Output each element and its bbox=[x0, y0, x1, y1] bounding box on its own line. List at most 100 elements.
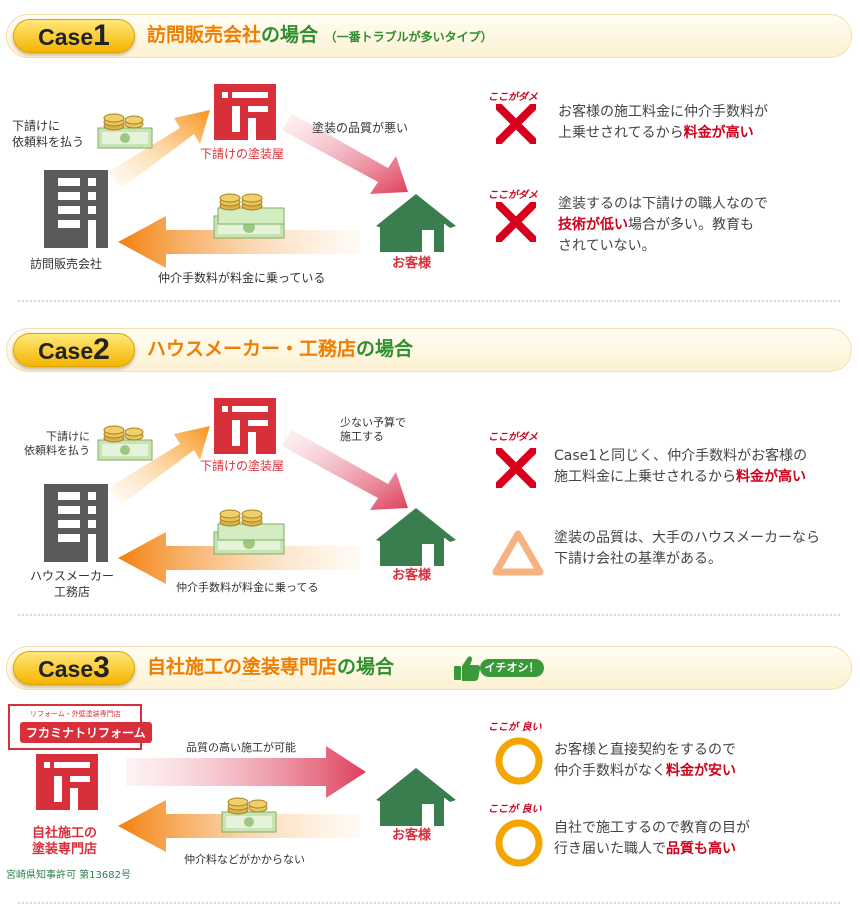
case-title-suffix: の場合 bbox=[261, 24, 319, 46]
maker-office-icon bbox=[44, 484, 108, 562]
case-title-main: 自社施工の塗装専門店 bbox=[147, 656, 338, 678]
arrow-left-icon bbox=[118, 532, 360, 584]
point-line: 塗装の品質は、大手のハウスメーカーなら bbox=[554, 530, 820, 546]
point-line: Case1と同じく、仲介手数料がお客様の bbox=[554, 448, 808, 464]
money-stack-icon bbox=[213, 193, 285, 239]
pay-label: 下請けに 依頼料を払う bbox=[24, 430, 90, 457]
ng-x-icon bbox=[496, 104, 536, 144]
point-highlight: 料金が高い bbox=[736, 469, 806, 485]
customer-house-icon bbox=[376, 768, 456, 826]
customer-label: お客様 bbox=[392, 256, 432, 271]
customer-house-icon bbox=[376, 194, 456, 252]
arrow-down-icon bbox=[282, 430, 408, 510]
quality-label: 品質の高い施工が可能 bbox=[186, 741, 296, 754]
case2-badge: Case2 bbox=[13, 333, 135, 367]
money-icon bbox=[97, 113, 153, 149]
subcontractor-building-icon bbox=[214, 398, 276, 454]
point-line: されていない。 bbox=[558, 238, 656, 254]
case1-point-2: 塗装するのは下請けの職人なので 技術が低い場合が多い。教育も されていない。 bbox=[558, 194, 768, 257]
arrow-up-icon bbox=[108, 110, 210, 188]
case-word: Case bbox=[38, 656, 94, 682]
case2-header: Case2 ハウスメーカー・工務店の場合 bbox=[6, 328, 852, 372]
fee-label: 仲介手数料が料金に乗ってる bbox=[176, 581, 319, 594]
point-line: 自社で施工するので教育の目が bbox=[554, 820, 750, 836]
case-title-main: ハウスメーカー・工務店 bbox=[147, 338, 357, 360]
point-tag: ここがダメ bbox=[488, 190, 538, 201]
logo-tagline: リフォーム・外壁塗装専門店 bbox=[30, 710, 121, 718]
point-highlight: 品質も高い bbox=[666, 841, 736, 857]
arrow-down-icon bbox=[282, 114, 408, 194]
case-number: 3 bbox=[93, 651, 110, 684]
subcontractor-label: 下請けの塗装屋 bbox=[200, 459, 285, 473]
point-line: 下請け会社の基準がある。 bbox=[554, 551, 722, 567]
arrow-right-icon bbox=[126, 746, 366, 798]
case2-title: ハウスメーカー・工務店の場合 bbox=[147, 334, 413, 361]
case-word: Case bbox=[38, 24, 94, 50]
case-word: Case bbox=[38, 338, 94, 364]
case1-point-1: お客様の施工料金に仲介手数料が 上乗せされてるから料金が高い bbox=[558, 102, 768, 144]
divider bbox=[18, 614, 840, 616]
case-title-suffix: の場合 bbox=[337, 656, 395, 678]
point-highlight: 技術が低い bbox=[558, 217, 628, 233]
case3-title: 自社施工の塗装専門店の場合 bbox=[147, 652, 394, 679]
seller-label: 訪問販売会社 bbox=[30, 257, 103, 271]
case2-diagram bbox=[44, 398, 456, 584]
good-circle-icon bbox=[495, 737, 543, 785]
case1-title: 訪問販売会社の場合 （一番トラブルが多いタイプ） bbox=[147, 20, 493, 47]
case-title-suffix: の場合 bbox=[356, 338, 414, 360]
point-tag: ここがダメ bbox=[488, 432, 538, 443]
case1-badge: Case1 bbox=[13, 19, 135, 53]
subcontractor-building-icon bbox=[214, 84, 276, 140]
case-number: 2 bbox=[93, 333, 110, 366]
divider bbox=[18, 300, 840, 302]
point-line: 上乗せされてるから bbox=[558, 125, 684, 141]
money-stack-icon bbox=[213, 509, 285, 555]
fee-label: 仲介手数料が料金に乗っている bbox=[158, 271, 326, 285]
case-title-main: 訪問販売会社 bbox=[147, 24, 262, 46]
point-line: お客様と直接契約をするので bbox=[554, 742, 736, 758]
good-circle-icon bbox=[495, 819, 543, 867]
point-highlight: 料金が高い bbox=[683, 125, 754, 141]
seller-office-icon bbox=[44, 170, 108, 248]
shop-label: 自社施工の 塗装専門店 bbox=[32, 826, 98, 857]
case2-point-2: 塗装の品質は、大手のハウスメーカーなら 下請け会社の基準がある。 bbox=[554, 528, 820, 570]
point-line: 塗装するのは下請けの職人なので bbox=[558, 196, 768, 212]
subcontractor-label: 下請けの塗装屋 bbox=[200, 147, 285, 161]
point-line: お客様の施工料金に仲介手数料が bbox=[558, 104, 768, 120]
point-tag: ここが 良い bbox=[488, 804, 542, 815]
logo-name: フカミナトリフォーム bbox=[20, 722, 152, 743]
company-logo: リフォーム・外壁塗装専門店 フカミナトリフォーム bbox=[8, 704, 152, 750]
money-icon bbox=[97, 425, 153, 461]
case3-diagram bbox=[36, 746, 456, 852]
case3-point-1: お客様と直接契約をするので 仲介手数料がなく料金が安い bbox=[554, 740, 736, 782]
point-tag: ここが 良い bbox=[488, 722, 542, 733]
customer-house-icon bbox=[376, 508, 456, 566]
quality-label: 塗装の品質が悪い bbox=[312, 121, 409, 135]
fee-label: 仲介料などがかからない bbox=[184, 853, 305, 866]
case1-diagram bbox=[44, 84, 456, 268]
customer-label: お客様 bbox=[392, 828, 432, 843]
case3-point-2: 自社で施工するので教育の目が 行き届いた職人で品質も高い bbox=[554, 818, 750, 860]
ng-x-icon bbox=[496, 202, 536, 242]
recommend-badge: イチオシ！ bbox=[452, 654, 548, 682]
customer-label: お客様 bbox=[392, 568, 432, 583]
recommend-label: イチオシ！ bbox=[480, 659, 544, 677]
ng-x-icon bbox=[496, 448, 536, 488]
point-highlight: 料金が安い bbox=[666, 763, 736, 779]
case-number: 1 bbox=[93, 19, 110, 52]
arrow-up-icon bbox=[108, 426, 210, 504]
thumbs-up-icon bbox=[454, 656, 481, 681]
triangle-icon bbox=[492, 530, 544, 576]
case2-point-1: Case1と同じく、仲介手数料がお客様の 施工料金に上乗せされるから料金が高い bbox=[554, 446, 807, 488]
point-line: 場合が多い。教育も bbox=[628, 217, 754, 233]
case-title-note: （一番トラブルが多いタイプ） bbox=[324, 30, 493, 44]
pay-label: 下請けに 依頼料を払う bbox=[12, 119, 85, 149]
budget-label: 少ない予算で 施工する bbox=[340, 416, 406, 443]
point-tag: ここがダメ bbox=[488, 92, 538, 103]
point-line: 施工料金に上乗せされるから bbox=[554, 469, 736, 485]
point-line: 仲介手数料がなく bbox=[554, 763, 666, 779]
case1-header: Case1 訪問販売会社の場合 （一番トラブルが多いタイプ） bbox=[6, 14, 852, 58]
divider bbox=[18, 902, 840, 904]
case3-header: Case3 自社施工の塗装専門店の場合 bbox=[6, 646, 852, 690]
maker-label: ハウスメーカー 工務店 bbox=[30, 569, 115, 599]
